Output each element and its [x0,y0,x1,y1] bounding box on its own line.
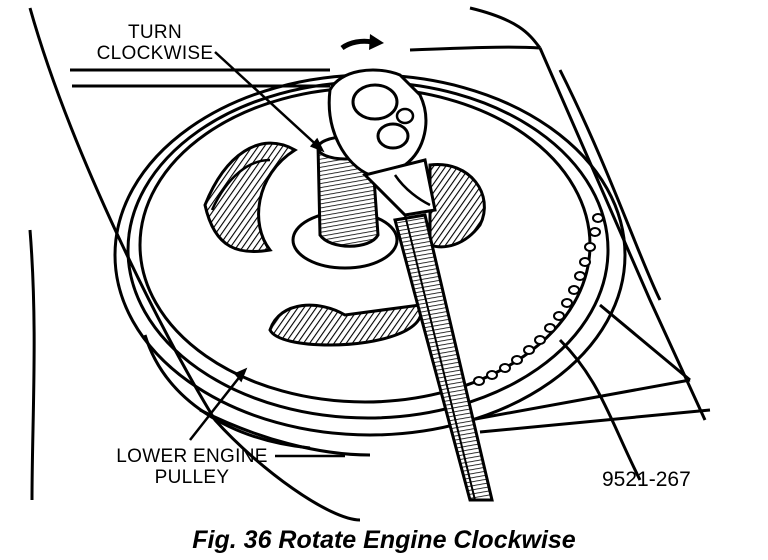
ratchet-wrench [327,68,494,502]
pulley-label-line2: PULLEY [154,467,230,489]
lower-engine-pulley-label: LOWER ENGINE PULLEY [108,446,276,489]
timing-cover-edge [70,45,711,481]
turn-label-line1: TURN [128,22,182,43]
engine-block-outline [28,6,542,522]
turn-label-line2: CLOCKWISE [96,43,214,65]
figure-caption: Fig. 36 Rotate Engine Clockwise [192,526,576,554]
pulley-window-left [203,141,298,254]
pulley-window-right [428,163,486,249]
pulley-label-line1: LOWER ENGINE [116,446,268,467]
turn-clockwise-label: TURN CLOCKWISE [80,22,230,65]
pulley-timing-holes [473,213,604,386]
figure-id: 9521-267 [602,468,691,491]
pulley-window-lower [268,303,423,347]
crankshaft-hub [291,135,399,270]
clockwise-arrow-icon [340,34,384,51]
leader-lines [189,51,345,458]
